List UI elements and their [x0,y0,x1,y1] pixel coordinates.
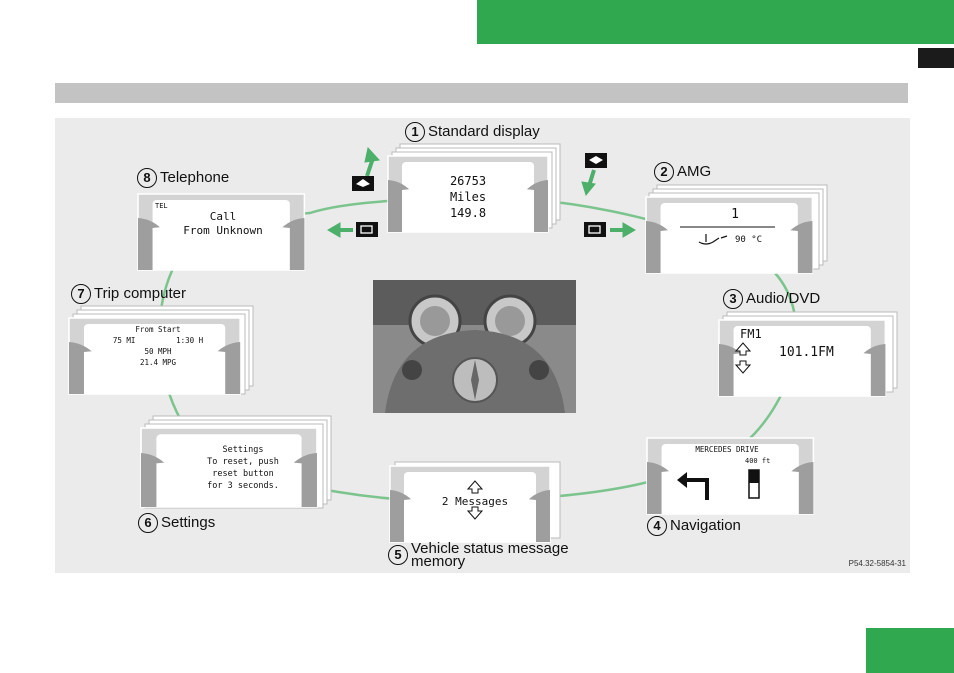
settings-screen [140,415,332,509]
right-arrow-icon [584,222,636,238]
distance-bar-icon [748,469,760,499]
standard-display-screen [387,143,561,233]
steering-wheel-photo [373,280,576,413]
audio-band-text: FM1 [740,327,762,341]
amg-screen [645,184,828,274]
trip-computer-text: From Start 75 MI 1:30 H 50 MPH 21.4 MPG [112,325,204,367]
settings-screen-text: Settings To reset, push reset button for… [207,445,279,491]
up-down-arrows-icon [734,342,752,374]
vehicle-status-text: 2 Messages [441,495,509,508]
vehicle-status-screen [389,461,561,543]
amg-temperature-text: 90 °C [735,235,763,245]
turn-left-arrow-icon [677,472,709,500]
figure-reference: P54.32-5854-31 [848,559,906,568]
header-green-bar [477,0,954,44]
navigation-title-text: MERCEDES DRIVE [695,445,759,454]
down-arrow-icon [581,153,607,197]
scroll-arrows-icon [466,480,484,520]
page-number-block [866,628,954,673]
amg-gear-text: 1 [731,207,739,222]
trip-computer-screen [68,305,254,395]
section-title-strip [55,83,908,103]
audio-screen [718,311,898,397]
audio-frequency-text: 101.1FM [779,345,834,360]
standard-display-text: 26753 Miles 149.8 [449,174,487,220]
section-tab-marker [918,48,954,68]
up-arrow-icon [352,146,381,191]
left-arrow-icon [327,222,378,238]
telephone-tag-text: TEL [155,202,168,210]
telephone-call-text: Call From Unknown [183,210,263,237]
navigation-distance-text: 400 ft [745,457,771,465]
oil-temperature-icon [698,234,728,245]
